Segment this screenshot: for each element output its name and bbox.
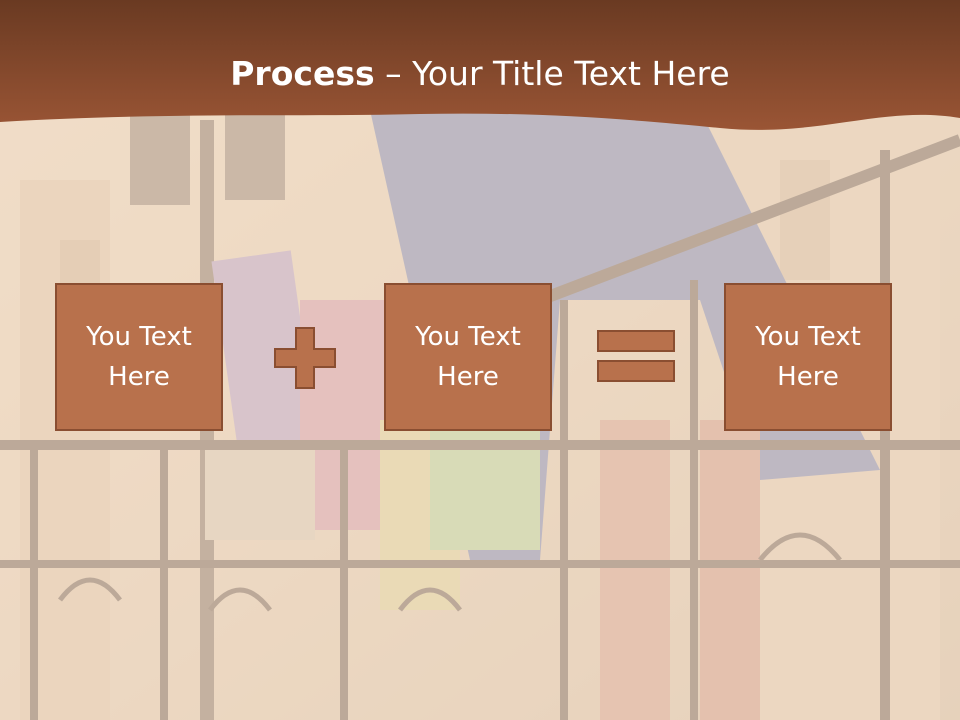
process-box-3-label: You Text Here — [755, 322, 861, 392]
process-box-2-label: You Text Here — [415, 322, 521, 392]
process-box-1[interactable]: You Text Here — [55, 283, 223, 431]
slide-title: Process – Your Title Text Here — [0, 52, 960, 96]
process-box-2[interactable]: You Text Here — [384, 283, 552, 431]
title-bold: Process — [230, 54, 375, 93]
equals-icon — [597, 330, 675, 382]
process-box-3[interactable]: You Text Here — [724, 283, 892, 431]
title-rest: – Your Title Text Here — [374, 54, 730, 93]
plus-icon — [274, 327, 336, 389]
process-box-1-label: You Text Here — [86, 322, 192, 392]
header-band — [0, 0, 960, 130]
